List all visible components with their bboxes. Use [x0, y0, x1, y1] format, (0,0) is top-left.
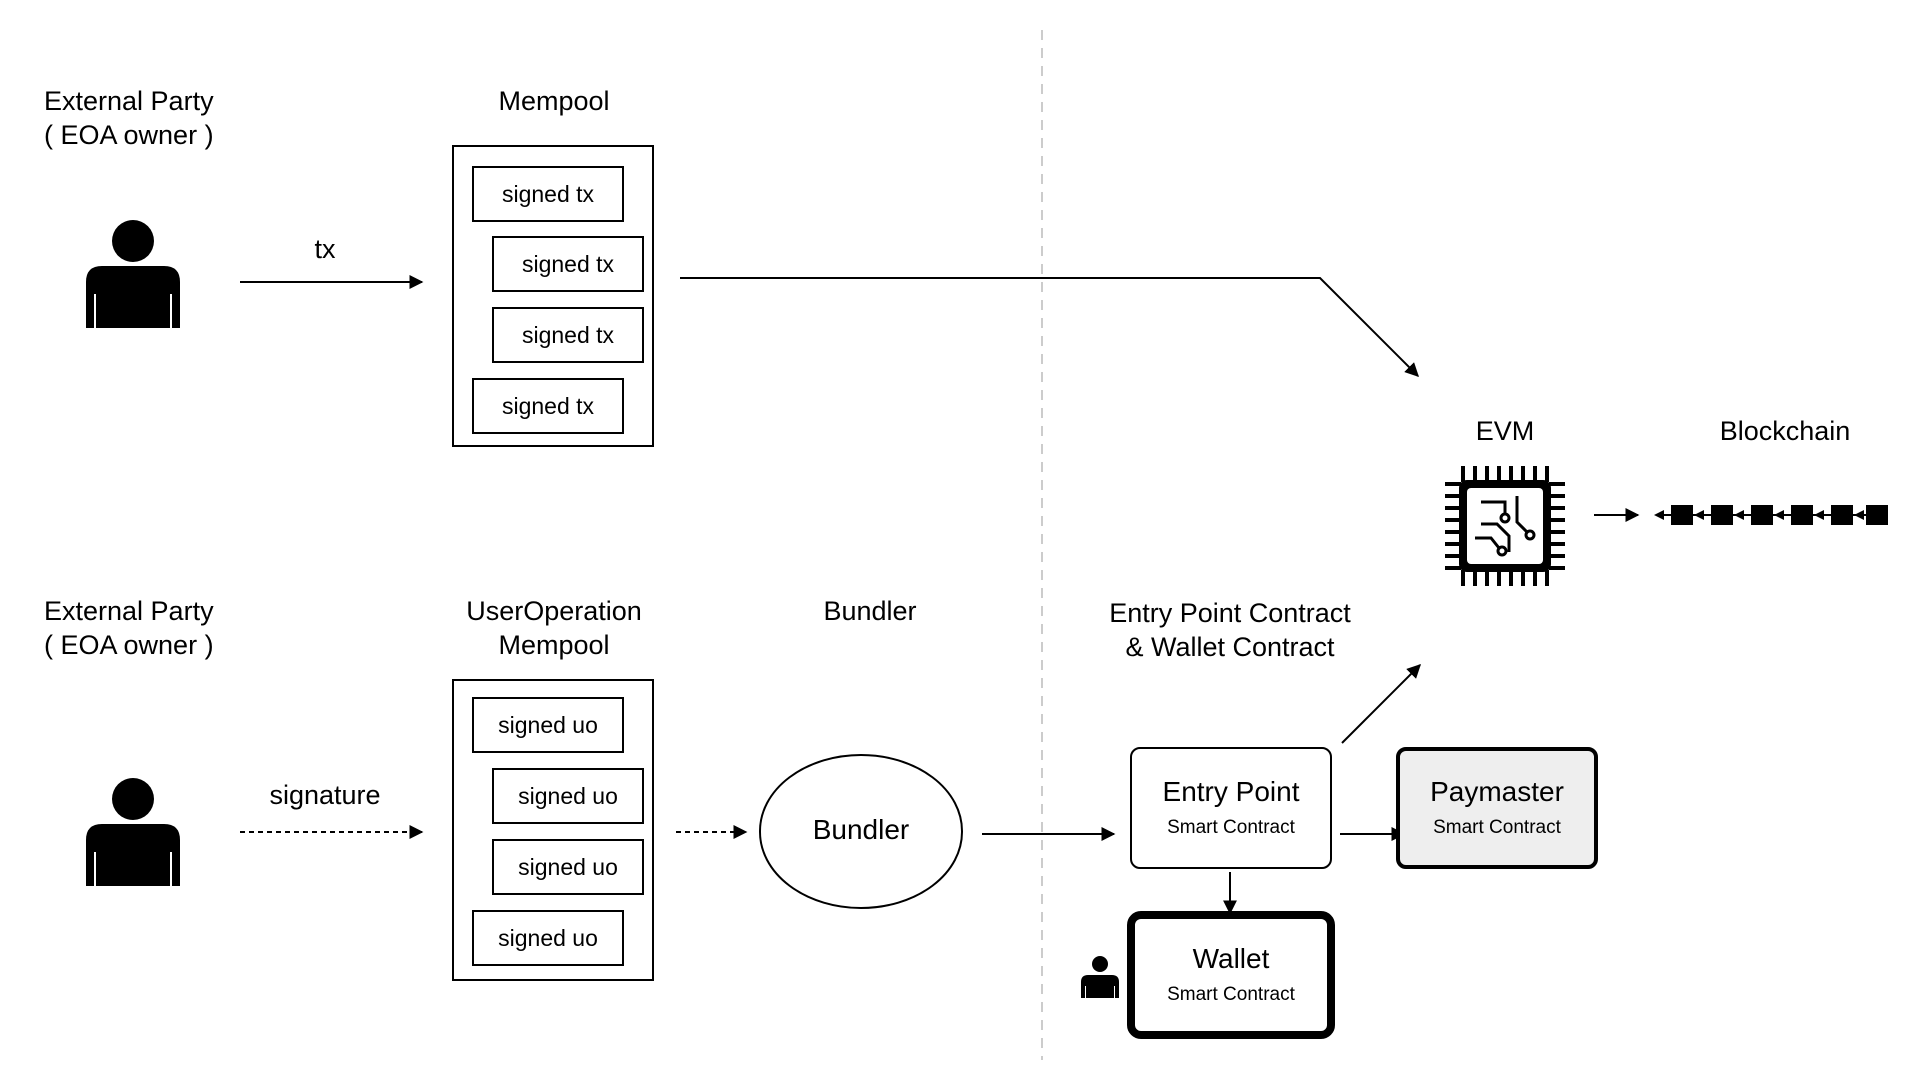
bundler-node-label: Bundler [812, 814, 910, 845]
entry-point-node: Entry Point Smart Contract [1130, 747, 1332, 869]
mempool-tx-item: signed tx [492, 307, 644, 363]
mempool-tx-item: signed tx [472, 378, 624, 434]
mempool-to-evm-arrow [680, 277, 1419, 377]
top-party-label: External Party ( EOA owner ) [44, 84, 214, 152]
signature-edge-label: signature [269, 780, 381, 810]
bottom-party-label-line2: ( EOA owner ) [44, 630, 214, 660]
mempool-tx-item: signed tx [492, 236, 644, 292]
wallet-title: Wallet [1192, 943, 1270, 974]
person-icon [86, 778, 180, 886]
bundler-title: Bundler [823, 596, 917, 626]
wallet-node: Wallet Smart Contract [1127, 911, 1335, 1039]
bundler-node-shape [759, 754, 963, 909]
person-icon [86, 220, 180, 328]
uo-mempool-item: signed uo [472, 910, 624, 966]
paymaster-title: Paymaster [1430, 776, 1564, 807]
top-party-label-line1: External Party [44, 86, 214, 116]
mempool-tx-item: signed tx [472, 166, 624, 222]
contracts-title-line2: & Wallet Contract [1125, 632, 1335, 662]
uo-mempool-title-line2: Mempool [498, 630, 610, 660]
paymaster-subtitle: Smart Contract [1433, 817, 1561, 838]
paymaster-node: Paymaster Smart Contract [1396, 747, 1598, 869]
evm-label: EVM [1475, 416, 1535, 446]
entry-point-title: Entry Point [1162, 776, 1300, 807]
wallet-owner-person-icon [1081, 956, 1119, 998]
tx-edge-label: tx [314, 234, 336, 264]
blockchain-icon [1654, 505, 1888, 525]
contracts-title-line1: Entry Point Contract [1109, 598, 1351, 628]
blockchain-label: Blockchain [1719, 416, 1851, 446]
mempool-title: Mempool [498, 86, 610, 116]
bottom-party-label-line1: External Party [44, 596, 214, 626]
cpu-chip-icon [1445, 466, 1565, 586]
entry-point-subtitle: Smart Contract [1167, 817, 1295, 838]
contracts-title: Entry Point Contract & Wallet Contract [1090, 596, 1370, 664]
bottom-party-label: External Party ( EOA owner ) [44, 594, 214, 662]
uo-mempool-title: UserOperation Mempool [444, 594, 664, 662]
uo-mempool-item: signed uo [492, 768, 644, 824]
entrypoint-to-evm-arrow [1341, 664, 1421, 744]
top-party-label-line2: ( EOA owner ) [44, 120, 214, 150]
uo-mempool-item: signed uo [472, 697, 624, 753]
wallet-subtitle: Smart Contract [1167, 984, 1295, 1005]
uo-mempool-title-line1: UserOperation [466, 596, 642, 626]
uo-mempool-item: signed uo [492, 839, 644, 895]
